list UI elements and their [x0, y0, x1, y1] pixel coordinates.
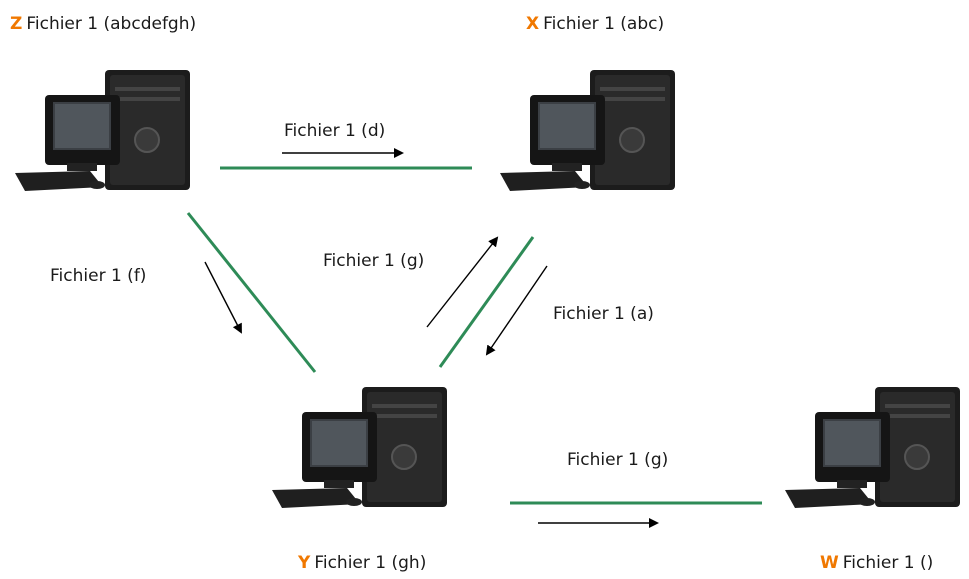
node-text-w: Fichier 1 () [842, 553, 934, 573]
transfer-label-y-to-w: Fichier 1 (g) [567, 450, 669, 470]
transfer-label-x-to-y: Fichier 1 (a) [553, 304, 654, 324]
transfer-label-z-to-x: Fichier 1 (d) [284, 121, 386, 141]
arrow-x-to-y [485, 265, 548, 356]
node-letter-z: Z [10, 14, 23, 34]
arrow-z-to-y [204, 261, 242, 334]
node-text-y: Fichier 1 (gh) [314, 553, 427, 573]
node-letter-w: W [820, 553, 839, 573]
node-text-z: Fichier 1 (abcdefgh) [26, 14, 197, 34]
link-x-y [438, 236, 535, 368]
desktop-computer-icon [15, 70, 190, 191]
transfer-label-z-to-y: Fichier 1 (f) [50, 266, 147, 286]
transfer-label-y-to-x: Fichier 1 (g) [323, 251, 425, 271]
desktop-computer-icon [272, 387, 447, 508]
link-z-y [186, 212, 317, 373]
node-text-x: Fichier 1 (abc) [543, 14, 665, 34]
desktop-computer-icon [500, 70, 675, 191]
node-letter-y: Y [298, 553, 311, 573]
node-letter-x: X [526, 14, 540, 34]
desktop-computer-icon [785, 387, 960, 508]
arrow-y-to-x [426, 236, 499, 328]
